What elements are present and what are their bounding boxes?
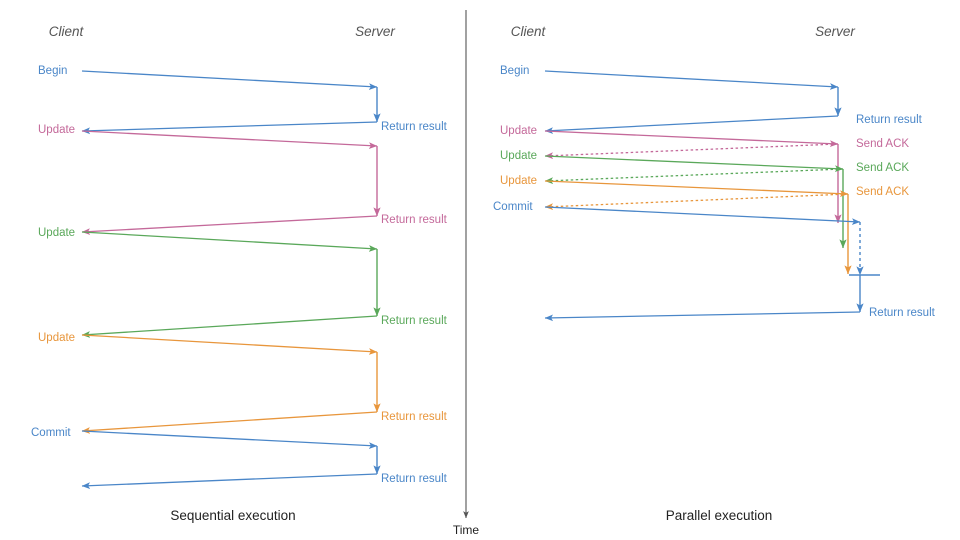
message-arrow-parallel-update3 — [544, 180, 849, 198]
message-label-sequential-ret4: Return result — [381, 411, 448, 423]
message-arrow-sequential-update1 — [81, 130, 378, 149]
panel-caption-parallel: Parallel execution — [666, 508, 773, 523]
message-arrow-parallel-ack3 — [544, 193, 849, 211]
message-arrow-sequential-ret3 — [81, 315, 378, 338]
message-arrow-parallel-ret_final — [544, 311, 861, 322]
message-label-sequential-update1: Update — [38, 124, 75, 136]
message-label-sequential-begin: Begin — [38, 65, 67, 77]
message-arrow-sequential-begin — [81, 70, 378, 90]
lane-title-server: Server — [815, 24, 855, 39]
message-arrow-sequential-commit — [81, 430, 378, 449]
message-label-parallel-update1: Update — [500, 125, 537, 137]
message-arrow-parallel-update2 — [544, 155, 844, 173]
message-arrow-parallel-ret1 — [544, 115, 839, 134]
message-label-parallel-update3: Update — [500, 175, 537, 187]
message-arrow-parallel-ack1 — [544, 143, 839, 160]
message-label-parallel-ack3: Send ACK — [856, 186, 909, 198]
lane-title-client: Client — [511, 24, 547, 39]
message-label-parallel-commit: Commit — [493, 201, 533, 213]
message-label-sequential-update3: Update — [38, 332, 75, 344]
message-arrow-sequential-update2 — [81, 231, 378, 252]
message-arrow-sequential-ret4 — [81, 411, 378, 434]
message-label-sequential-ret1: Return result — [381, 121, 448, 133]
message-arrow-parallel-begin — [544, 70, 839, 90]
message-arrow-sequential-ret1 — [81, 121, 378, 135]
panel-caption-sequential: Sequential execution — [170, 508, 295, 523]
message-label-sequential-ret3: Return result — [381, 315, 448, 327]
lane-title-client: Client — [49, 24, 85, 39]
message-label-parallel-update2: Update — [500, 150, 537, 162]
message-label-sequential-update2: Update — [38, 227, 75, 239]
message-label-sequential-commit: Commit — [31, 427, 71, 439]
lane-title-server: Server — [355, 24, 395, 39]
time-axis-label: Time — [453, 523, 480, 537]
message-label-parallel-ret1: Return result — [856, 114, 923, 126]
message-label-parallel-begin: Begin — [500, 65, 529, 77]
message-arrow-sequential-ret2 — [81, 215, 378, 235]
message-label-sequential-ret5: Return result — [381, 473, 448, 485]
message-arrow-sequential-update3 — [81, 334, 378, 355]
message-label-sequential-ret2: Return result — [381, 214, 448, 226]
message-label-parallel-ret_final: Return result — [869, 307, 936, 319]
message-arrow-parallel-ack2 — [544, 168, 844, 185]
message-arrow-sequential-ret5 — [81, 473, 378, 490]
message-label-parallel-ack2: Send ACK — [856, 162, 909, 174]
message-arrow-parallel-update1 — [544, 130, 839, 148]
message-label-parallel-ack1: Send ACK — [856, 138, 909, 150]
time-axis-divider: Time — [453, 10, 480, 537]
message-arrow-parallel-commit — [544, 206, 861, 225]
